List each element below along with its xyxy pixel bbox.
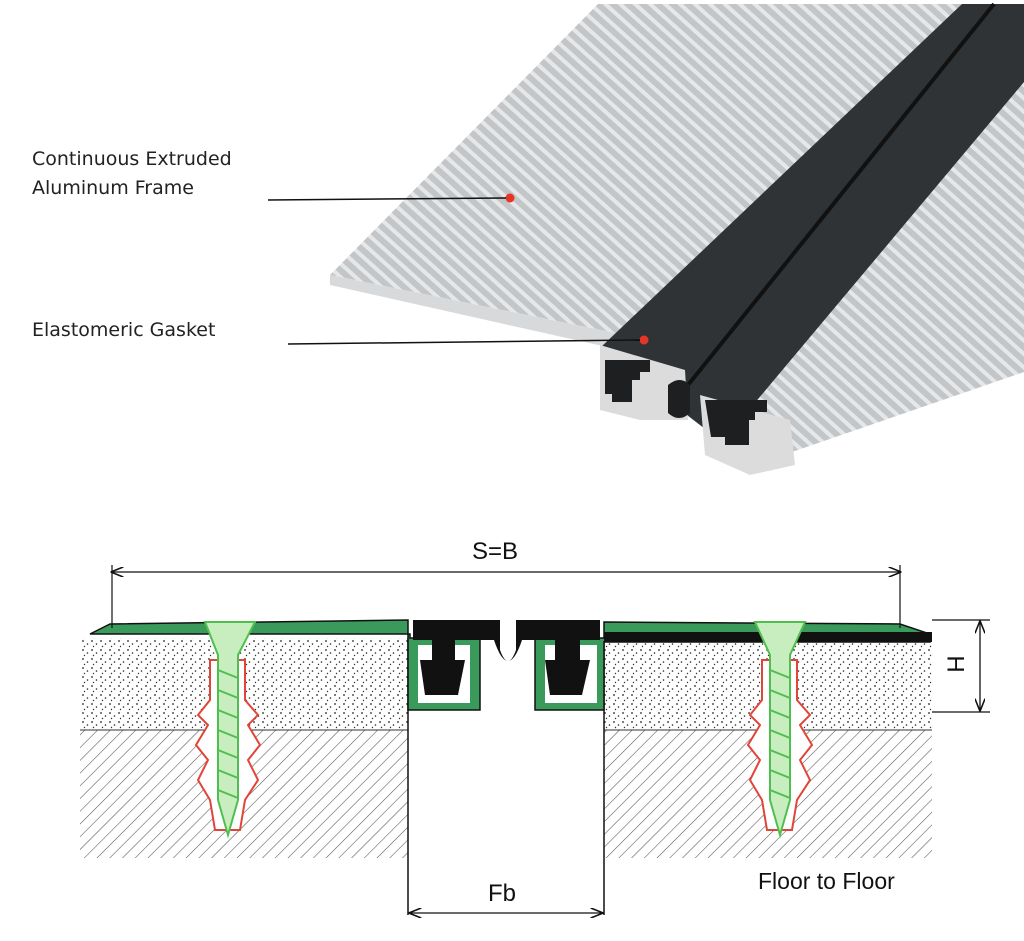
section-drawing <box>80 565 990 915</box>
callout-frame-label: Continuous Extruded Aluminum Frame <box>32 145 232 203</box>
dimension-sb <box>112 565 900 628</box>
product-render <box>267 2 1024 475</box>
aluminum-plate-left <box>330 4 962 338</box>
dimension-h <box>932 619 990 713</box>
dimension-fb-label: Fb <box>488 880 517 907</box>
gasket-section <box>413 620 600 695</box>
dimension-h-label: H <box>941 655 969 673</box>
callout-frame-line2: Aluminum Frame <box>32 177 194 199</box>
callout-line-gasket <box>287 339 641 345</box>
callout-dot-frame <box>505 193 515 203</box>
aluminum-plate-right <box>725 80 1024 452</box>
callout-frame-line1: Continuous Extruded <box>32 148 232 170</box>
dimension-sb-label: S=B <box>472 538 519 565</box>
callout-gasket-label: Elastomeric Gasket <box>32 319 216 341</box>
application-label: Floor to Floor <box>758 868 895 894</box>
callout-line-frame <box>267 197 507 201</box>
anchor-left <box>194 621 262 839</box>
anchor-right <box>746 621 814 839</box>
gasket-top <box>600 4 1024 442</box>
callout-dot-gasket <box>639 335 649 345</box>
